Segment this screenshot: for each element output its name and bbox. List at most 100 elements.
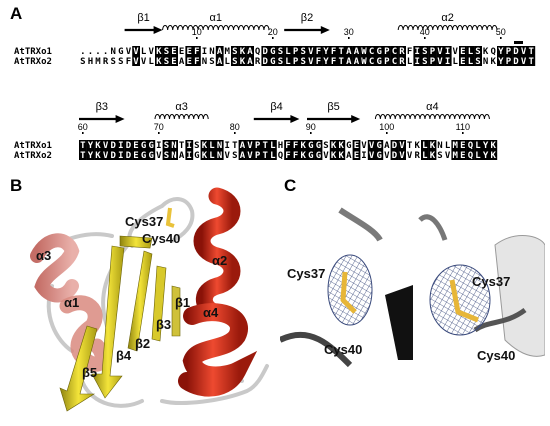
block1-residue: I <box>445 57 450 67</box>
block2-ss-label: α4 <box>426 101 438 113</box>
block2-residue: N <box>217 141 222 151</box>
block1-residue: M <box>224 47 230 57</box>
block1-identity-cell <box>193 46 201 56</box>
block2-residue: L <box>422 141 428 151</box>
block2-identity-cell <box>86 140 95 150</box>
block1-identity-cell <box>413 56 422 66</box>
block1-residue: K <box>240 57 246 67</box>
block1-identity-cell <box>459 56 467 66</box>
block1-residue: V <box>133 57 139 67</box>
block1-residue: S <box>110 57 115 67</box>
block2-residue: V <box>247 151 253 161</box>
block2-identity-cell <box>162 140 171 150</box>
block1-residue: A <box>247 47 253 57</box>
block1-identity-cell <box>352 56 361 66</box>
block2-residue: K <box>414 141 420 151</box>
block1-residue: S <box>422 57 427 67</box>
block2-residue: D <box>126 141 132 151</box>
block1-residue: C <box>369 57 374 67</box>
block2-residue: L <box>422 151 428 161</box>
block2-identity-cell <box>421 140 429 150</box>
block1-residue: S <box>300 57 305 67</box>
block1-identity-cell <box>466 56 475 66</box>
block1-identity-cell <box>162 46 171 56</box>
block2-residue: P <box>255 141 261 151</box>
block1-residue: D <box>262 47 268 57</box>
block2-position-tick <box>82 132 84 134</box>
block1-identity-cell <box>162 56 171 66</box>
block2-residue: L <box>209 151 215 161</box>
block1-residue: G <box>376 57 381 67</box>
block2-residue: I <box>186 141 191 151</box>
block1-residue: V <box>141 57 147 67</box>
block2-residue: D <box>110 151 116 161</box>
block1-identity-cell <box>261 56 270 66</box>
block2-identity-cell <box>139 140 148 150</box>
block1-residue: A <box>247 57 253 67</box>
block1-residue: V <box>126 47 132 57</box>
block1-residue: R <box>399 47 405 57</box>
block1-identity-cell <box>238 46 247 56</box>
block1-identity-cell <box>276 46 285 56</box>
block2-residue: D <box>126 151 132 161</box>
block2-identity-cell <box>352 150 361 160</box>
block1-residue: . <box>88 47 93 57</box>
block2-residue: K <box>338 141 344 151</box>
block2-residue: T <box>262 141 268 151</box>
block1-residue: L <box>468 57 474 67</box>
block1-identity-cell <box>421 56 429 66</box>
block2-residue: A <box>240 151 246 161</box>
block2-residue: F <box>293 141 298 151</box>
block1-residue: W <box>361 47 367 57</box>
mesh-left <box>327 254 373 326</box>
block2-identity-cell <box>261 150 270 160</box>
block1-identity-cell <box>443 56 452 66</box>
block2-residue: Y <box>483 151 489 161</box>
helix-a4 <box>178 303 258 397</box>
block2-residue: S <box>232 151 237 161</box>
block1-position-number: 40 <box>420 27 430 37</box>
block1-residue: N <box>209 47 214 57</box>
block2-identity-cell <box>398 140 406 150</box>
helix-a3 <box>30 233 80 303</box>
block2-residue: G <box>308 151 313 161</box>
block2-residue: A <box>179 151 185 161</box>
block1-residue: D <box>262 57 268 67</box>
block1-residue: L <box>452 57 458 67</box>
block1-residue: I <box>202 47 207 57</box>
block2-identity-cell <box>109 140 118 150</box>
block1-residue: P <box>506 47 512 57</box>
block2-residue: V <box>399 151 405 161</box>
block2-residue: G <box>316 151 321 161</box>
block2-residue: S <box>164 151 169 161</box>
block2-residue: T <box>179 141 185 151</box>
loop-left-bottom <box>280 331 353 368</box>
block2-residue: S <box>164 141 169 151</box>
block2-residue: E <box>133 151 138 161</box>
block2-residue: K <box>95 141 101 151</box>
block2-residue: L <box>209 141 215 151</box>
block2-residue: I <box>361 151 366 161</box>
block1-residue: S <box>164 47 169 57</box>
block1-residue: Y <box>498 47 504 57</box>
block1-residue: G <box>270 47 275 57</box>
block1-identity-cell <box>375 56 384 66</box>
block2-residue: S <box>194 141 199 151</box>
block1-residue: V <box>133 47 139 57</box>
block1-identity-cell <box>519 56 528 66</box>
block1-residue: C <box>392 57 397 67</box>
block2-residue: S <box>437 151 442 161</box>
block1-identity-cell <box>276 56 285 66</box>
block1-identity-cell <box>246 56 254 66</box>
block2-residue: G <box>141 141 146 151</box>
block2-residue: K <box>338 151 344 161</box>
block1-residue: M <box>95 57 101 67</box>
block2-residue: I <box>224 141 229 151</box>
strand-top <box>119 235 153 249</box>
block2-residue: I <box>118 151 123 161</box>
block1-ss-label: β2 <box>301 12 313 24</box>
block1-residue: F <box>316 57 321 67</box>
block2-residue: G <box>148 151 153 161</box>
block1-identity-cell <box>367 46 376 56</box>
